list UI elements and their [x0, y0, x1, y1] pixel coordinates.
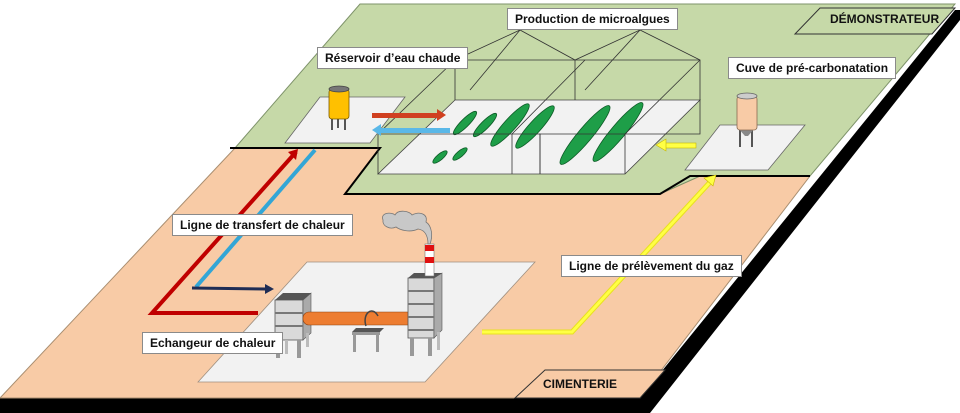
cement-tag [513, 369, 667, 399]
algae-ponds [432, 102, 644, 165]
demonstrator-tag [793, 7, 957, 35]
gas-sampling-line [482, 138, 717, 335]
hot-feed-arrow [372, 113, 440, 118]
label-heat-transfer-line: Ligne de transfert de chaleur [172, 214, 353, 236]
label-gas-sampling-line: Ligne de prélèvement du gaz [561, 255, 742, 277]
label-microalgae-production: Production de microalgues [507, 8, 678, 30]
pre-carbonation-tank-icon [736, 92, 758, 147]
ground-edge [0, 10, 960, 413]
hot-water-tank-icon [328, 85, 350, 130]
zone-boundary [230, 147, 810, 195]
return-arrowhead [265, 284, 274, 294]
precarb-platform [684, 124, 806, 171]
label-heat-exchanger: Echangeur de chaleur [142, 332, 284, 354]
label-pre-carbonation-tank: Cuve de pré-carbonatation [728, 57, 897, 79]
label-hot-water-tank: Réservoir d’eau chaude [317, 47, 469, 69]
zone-label-cement-plant: CIMENTERIE [543, 377, 618, 391]
hot-arrowhead [288, 149, 298, 160]
return-line [191, 286, 267, 291]
cold-return-arrow [380, 128, 450, 133]
chimney-icon [382, 210, 435, 277]
greenhouse-icon [377, 29, 701, 174]
zone-label-demonstrator: DÉMONSTRATEUR [830, 12, 940, 26]
rotary-kiln [302, 311, 414, 326]
cement-kiln-icon [274, 210, 443, 358]
preheater-tower [407, 272, 443, 356]
smoke-icon [382, 210, 433, 245]
hot-line [147, 150, 298, 315]
